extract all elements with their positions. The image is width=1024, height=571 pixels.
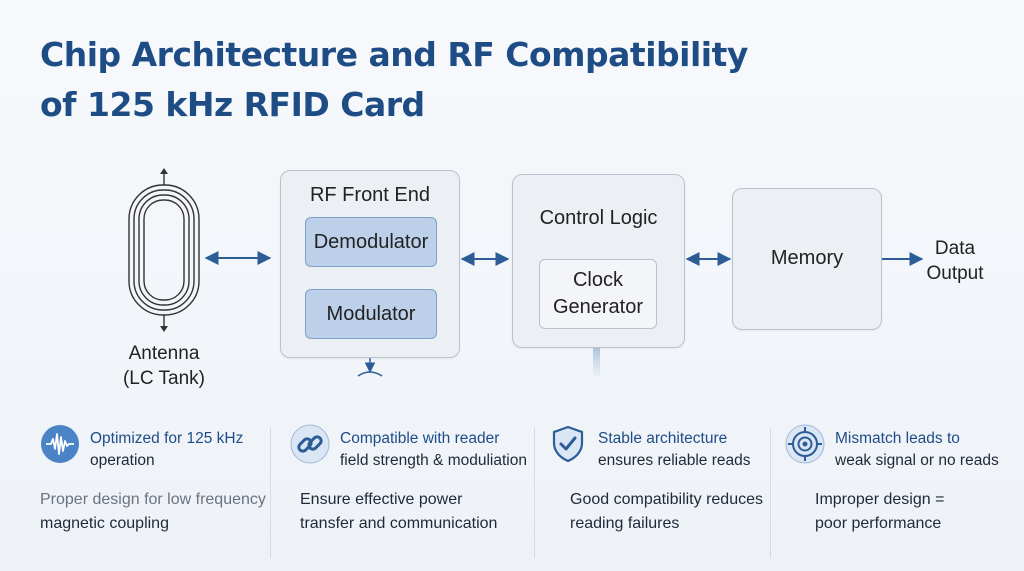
control-logic-label: Control Logic xyxy=(539,207,658,229)
feature-subtitle: operation xyxy=(90,452,155,469)
data-output-label: Data Output xyxy=(920,236,990,286)
feature-description-line-1: Ensure effective power xyxy=(300,491,463,508)
antenna-line-1: Antenna xyxy=(128,343,200,364)
shield-check-icon xyxy=(552,425,584,463)
feature-divider xyxy=(534,428,535,558)
feature-description-line-2: magnetic coupling xyxy=(40,515,169,532)
feature-description-line-2: reading failures xyxy=(570,515,680,532)
antenna-coil-icon xyxy=(128,172,200,328)
feature-description: Improper design = poor performance xyxy=(815,488,944,536)
memory-block: Memory xyxy=(732,188,882,330)
rf-front-end-label: RF Front End xyxy=(309,184,431,206)
clock-generator-block: Clock Generator xyxy=(539,259,657,329)
clock-generator-line-1: Clock xyxy=(572,269,623,291)
feature-description-line-2: poor performance xyxy=(815,515,942,532)
control-logic-block: Control Logic Clock Generator xyxy=(512,174,685,348)
antenna-label: Antenna (LC Tank) xyxy=(104,341,224,391)
title-line-2: of 125 kHz RFID Card xyxy=(40,85,425,124)
clock-generator-line-2: Generator xyxy=(552,296,644,318)
feature-title: Stable architecture xyxy=(598,430,728,447)
data-output-line-1: Data xyxy=(934,238,976,259)
modulator-block: Modulator xyxy=(305,289,437,339)
feature-description: Proper design for low frequency magnetic… xyxy=(40,488,266,536)
feature-title: Compatible with reader xyxy=(340,430,500,447)
feature-description-line-1: Improper design = xyxy=(815,491,945,508)
feature-divider xyxy=(770,428,771,558)
memory-label: Memory xyxy=(770,247,844,269)
feature-description-line-2: transfer and communication xyxy=(300,515,498,532)
feature-subtitle: field strength & moduliation xyxy=(340,452,527,469)
feature-subtitle: ensures reliable reads xyxy=(598,452,751,469)
feature-description: Ensure effective power transfer and comm… xyxy=(300,488,497,536)
feature-title: Optimized for 125 kHz xyxy=(90,430,244,447)
demodulator-block: Demodulator xyxy=(305,217,437,267)
antenna-line-2: (LC Tank) xyxy=(122,368,205,389)
feature-description: Good compatibility reduces reading failu… xyxy=(570,488,763,536)
feature-description-line-1: Good compatibility reduces xyxy=(570,491,763,508)
feature-divider xyxy=(270,428,271,558)
target-icon xyxy=(785,424,825,464)
link-icon xyxy=(290,424,330,464)
waveform-icon xyxy=(41,425,79,463)
rf-front-end-block: RF Front End Demodulator Modulator xyxy=(280,170,460,358)
data-output-line-2: Output xyxy=(926,263,984,284)
title-line-1: Chip Architecture and RF Compatibility xyxy=(40,35,748,74)
feature-description-line-1: Proper design for low frequency xyxy=(40,491,266,508)
feature-subtitle: weak signal or no reads xyxy=(835,452,999,469)
page-title: Chip Architecture and RF Compatibility o… xyxy=(40,30,748,130)
feature-title: Mismatch leads to xyxy=(835,430,960,447)
